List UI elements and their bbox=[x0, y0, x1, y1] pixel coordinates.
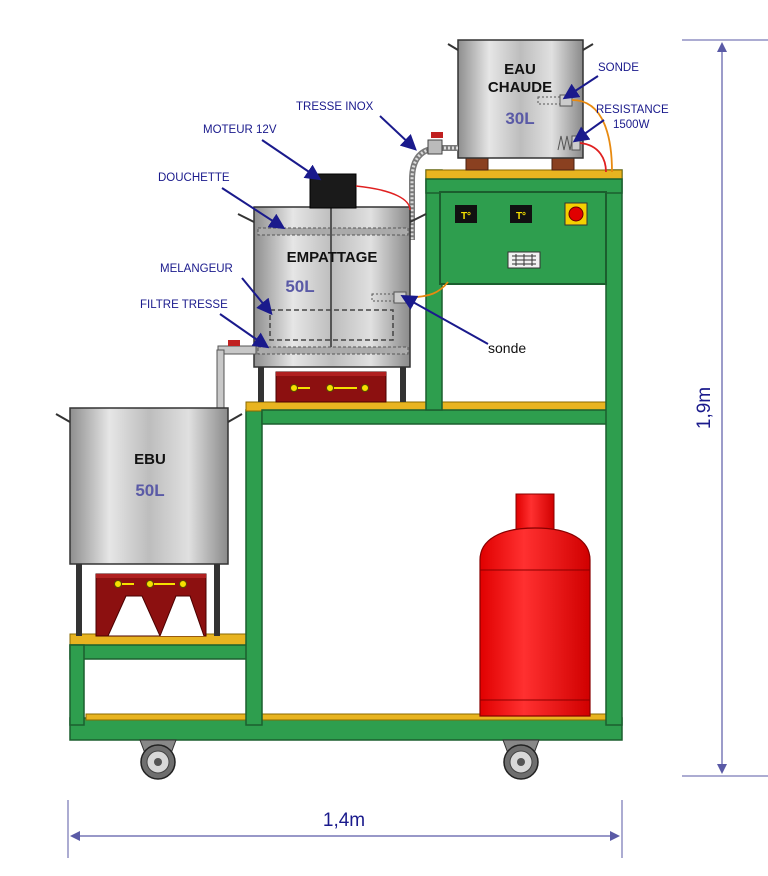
motor-wire bbox=[355, 185, 411, 211]
tank-eau-chaude: EAU CHAUDE 30L bbox=[447, 39, 594, 171]
ebu-title: EBU bbox=[134, 451, 166, 468]
eau-chaude-volume: 30L bbox=[505, 109, 534, 128]
empattage-title: EMPATTAGE bbox=[287, 249, 378, 266]
width-label: 1,4m bbox=[323, 810, 365, 831]
label-filtre-tresse: FILTRE TRESSE bbox=[140, 299, 228, 311]
tank-ebu: EBU 50L bbox=[55, 407, 243, 637]
svg-text:T°: T° bbox=[516, 211, 526, 222]
trolley-frame bbox=[69, 169, 623, 741]
dimension-height: 1,9m bbox=[682, 39, 768, 777]
motor-12v bbox=[309, 173, 357, 209]
ebu-volume: 50L bbox=[135, 481, 164, 500]
thermostat-1: T° bbox=[455, 205, 477, 223]
emergency-stop-button[interactable] bbox=[564, 202, 588, 226]
connector-grid bbox=[507, 251, 541, 269]
gas-bottle bbox=[479, 493, 591, 717]
label-melangeur: MELANGEUR bbox=[160, 263, 233, 275]
label-moteur: MOTEUR 12V bbox=[203, 124, 277, 136]
probe-wire bbox=[571, 99, 613, 173]
empattage-volume: 50L bbox=[285, 277, 314, 296]
control-panel: T° T° bbox=[439, 191, 607, 285]
label-sonde-mid: sonde bbox=[488, 340, 526, 356]
label-tresse-inox: TRESSE INOX bbox=[296, 101, 374, 113]
transfer-pipe bbox=[216, 340, 257, 411]
label-douchette: DOUCHETTE bbox=[158, 172, 230, 184]
tank-empattage: EMPATTAGE 50L bbox=[237, 206, 427, 403]
annotations: MOTEUR 12V TRESSE INOX DOUCHETTE MELANGE… bbox=[140, 62, 669, 356]
thermostat-2: T° bbox=[510, 205, 532, 223]
tresse-inox-hose bbox=[409, 132, 458, 240]
wheel-left bbox=[139, 739, 177, 780]
label-sonde-top: SONDE bbox=[598, 62, 639, 74]
eau-chaude-title-1: EAU bbox=[504, 61, 536, 78]
height-label: 1,9m bbox=[694, 387, 715, 429]
label-resistance-power: 1500W bbox=[613, 119, 650, 131]
wheel-right bbox=[502, 739, 540, 780]
eau-chaude-title-2: CHAUDE bbox=[488, 79, 552, 96]
label-resistance: RESISTANCE bbox=[596, 104, 669, 116]
dimension-width: 1,4m bbox=[67, 800, 623, 858]
svg-text:T°: T° bbox=[461, 211, 471, 222]
resistance-wire bbox=[579, 142, 607, 173]
